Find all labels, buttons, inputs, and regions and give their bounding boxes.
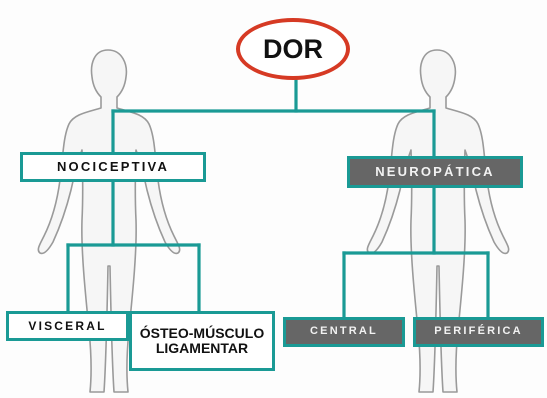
nociceptiva-box: NOCICEPTIVA [20, 152, 206, 182]
central-box: CENTRAL [283, 317, 405, 347]
neuropatica-label: NEUROPÁTICA [375, 165, 495, 179]
nociceptiva-label: NOCICEPTIVA [57, 160, 169, 174]
visceral-box: VISCERAL [6, 311, 129, 341]
periferica-label: PERIFÉRICA [434, 326, 523, 338]
osteo-musculo-ligamentar-box: ÓSTEO-MÚSCULO LIGAMENTAR [129, 311, 275, 371]
osteo-musculo-ligamentar-label: ÓSTEO-MÚSCULO LIGAMENTAR [138, 326, 266, 355]
visceral-label: VISCERAL [28, 320, 106, 333]
neuropatica-box: NEUROPÁTICA [347, 156, 523, 188]
central-label: CENTRAL [310, 326, 378, 338]
root-label: DOR [263, 34, 323, 65]
root-node-dor: DOR [236, 18, 350, 80]
periferica-box: PERIFÉRICA [413, 317, 544, 347]
